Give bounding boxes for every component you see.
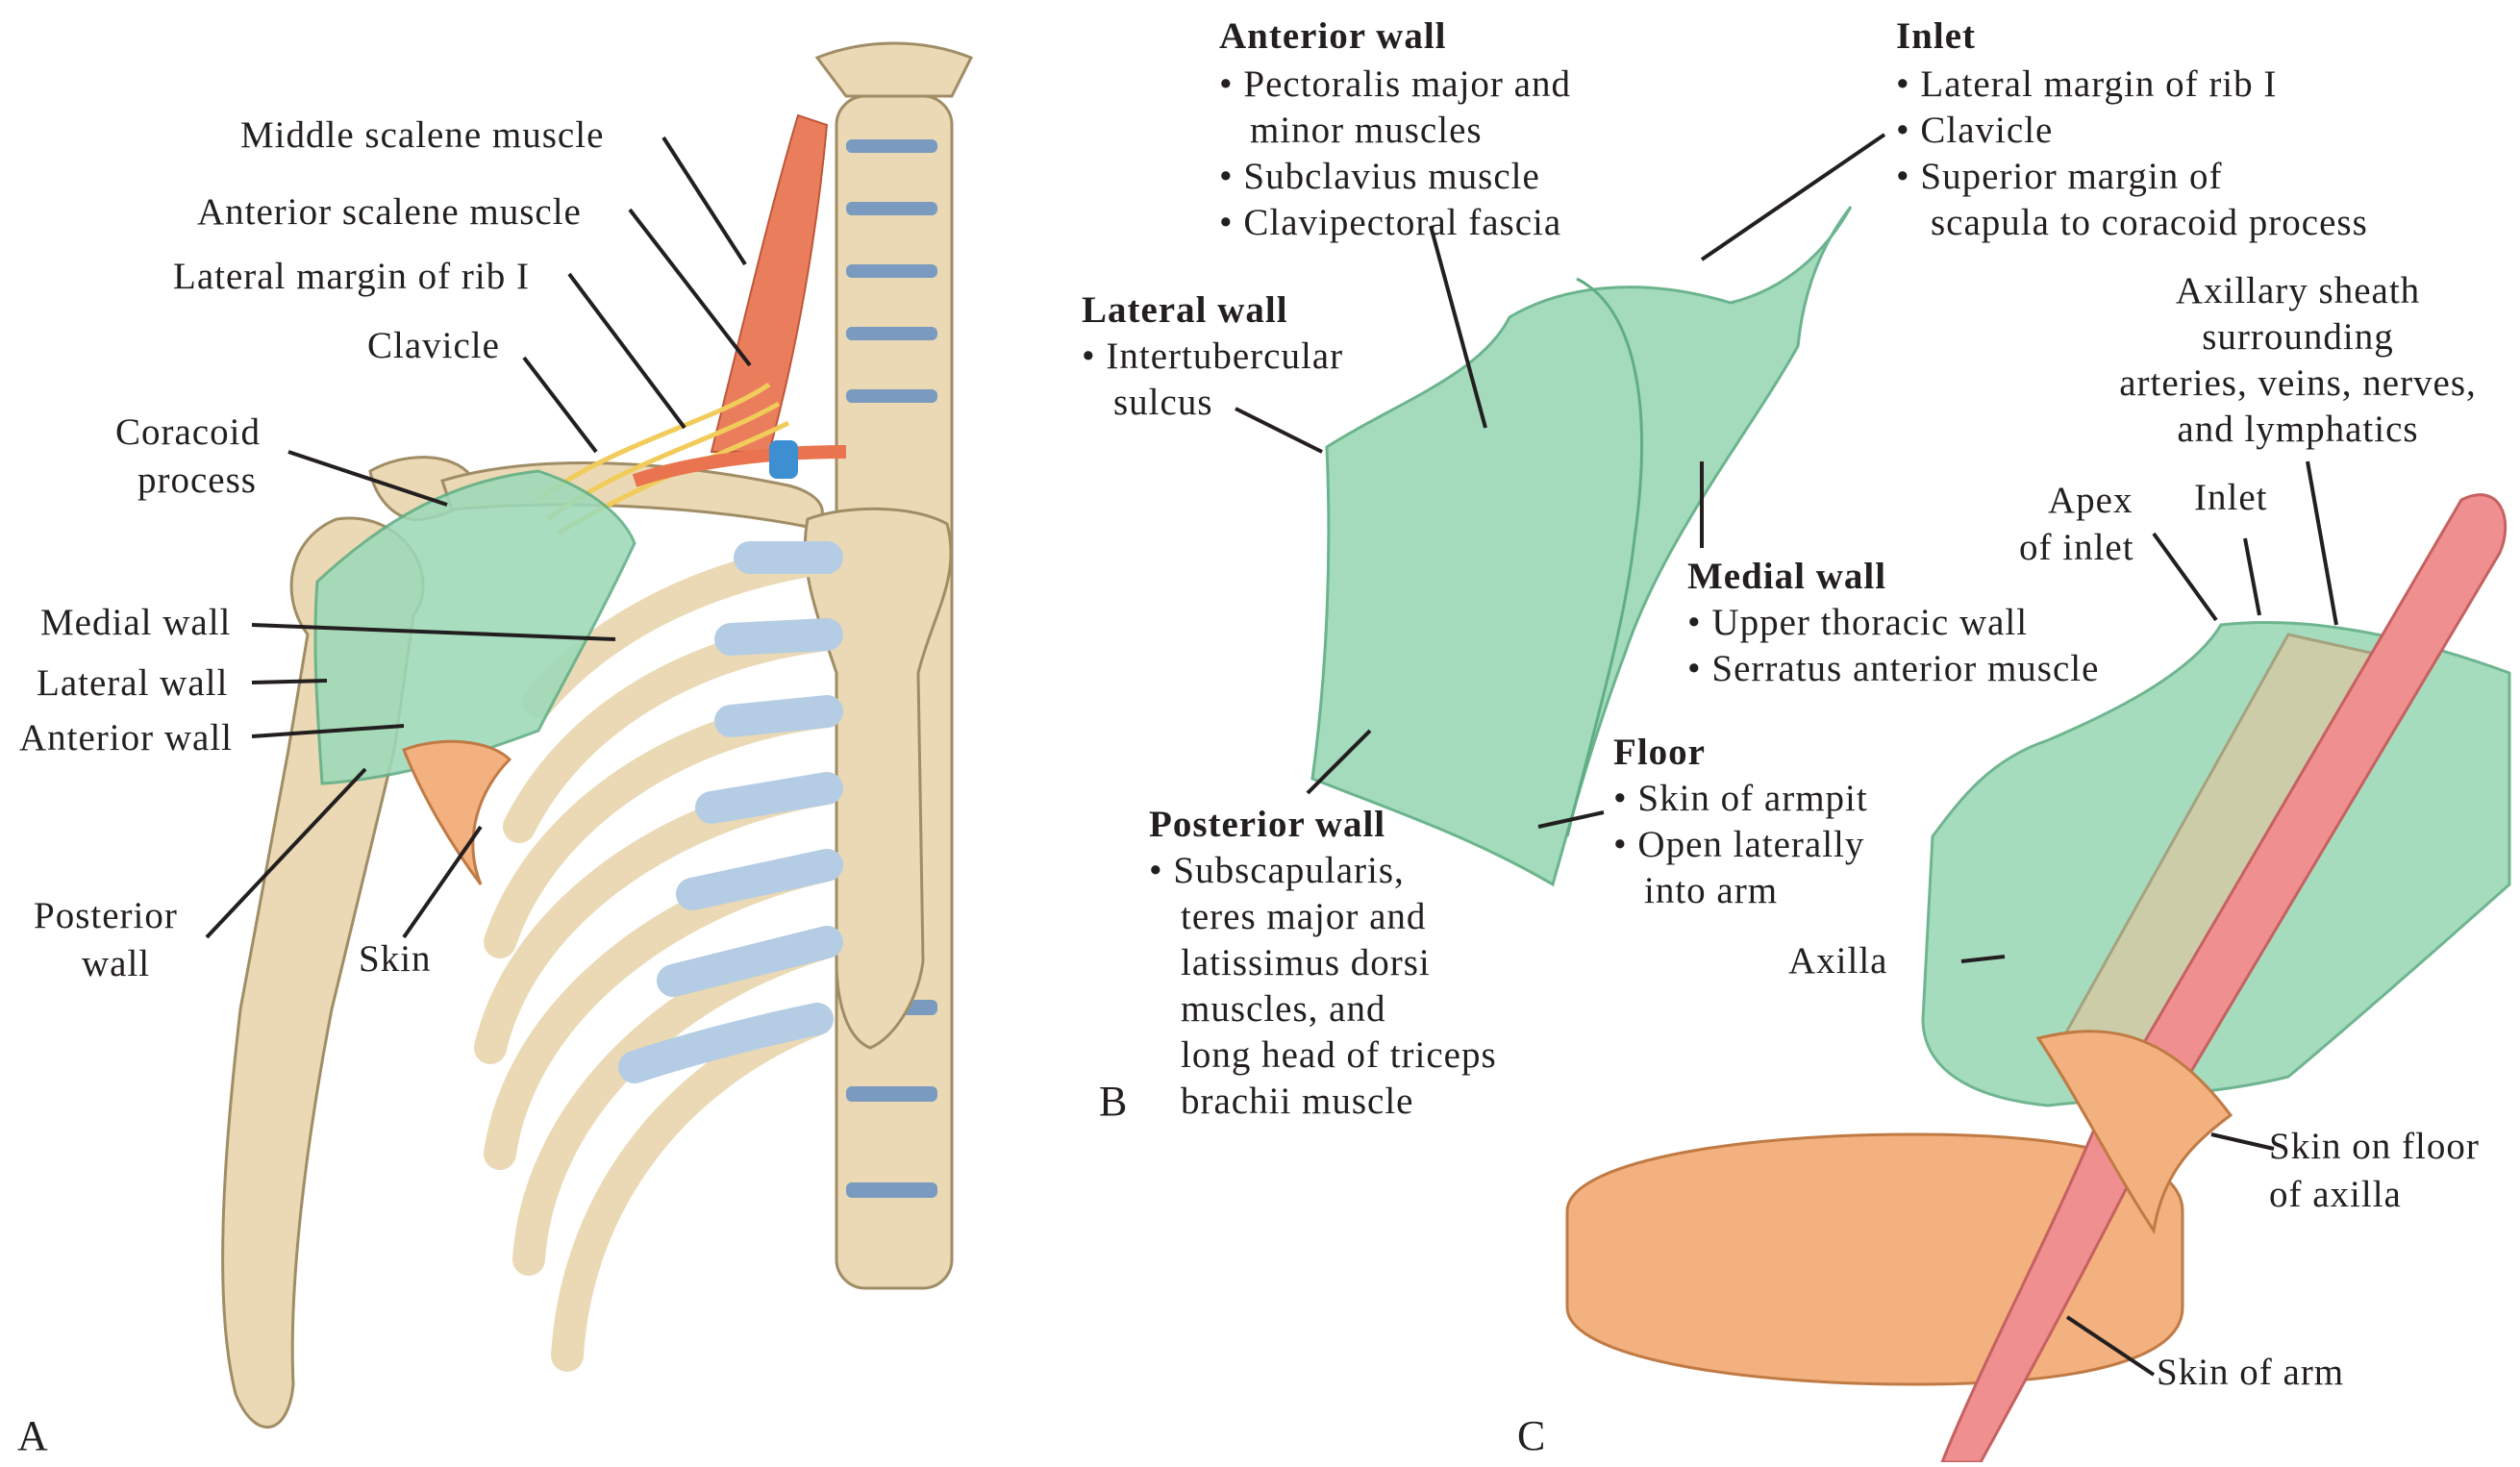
posterior-wall-item: teres major and (1181, 896, 1426, 937)
label-medial-wall: Medial wall (40, 602, 231, 643)
floor-block: Floor • Skin of armpit • Open laterally … (1613, 732, 1868, 911)
label-apex-2: of inlet (2019, 527, 2134, 568)
floor-item: into arm (1644, 870, 1778, 911)
sheath-label-line: arteries, veins, nerves, (2119, 362, 2477, 404)
label-coracoid-1: Coracoid (115, 411, 261, 453)
label-skin-floor-2: of axilla (2269, 1174, 2402, 1215)
heading-inlet: Inlet (1896, 15, 1976, 57)
label-skin-floor-1: Skin on floor (2269, 1126, 2480, 1167)
posterior-wall-item: latissimus dorsi (1181, 942, 1431, 983)
anterior-wall-item: • Pectoralis major and (1219, 63, 1571, 105)
medial-wall-item: • Serratus anterior muscle (1687, 648, 2099, 689)
inlet-item: • Lateral margin of rib I (1896, 63, 2277, 105)
label-middle-scalene: Middle scalene muscle (240, 114, 604, 156)
lateral-wall-block: Lateral wall • Intertubercular sulcus (1082, 289, 1343, 423)
panel-label-c: C (1517, 1412, 1545, 1459)
panel-label-a: A (17, 1412, 48, 1459)
lateral-wall-item: sulcus (1113, 382, 1213, 423)
label-posterior-2: wall (82, 943, 150, 984)
heading-posterior-wall: Posterior wall (1149, 804, 1385, 845)
anterior-wall-item: • Clavipectoral fascia (1219, 202, 1561, 243)
label-posterior-1: Posterior (34, 895, 178, 936)
sheath-label-line: and lymphatics (2177, 409, 2418, 450)
inlet-item: • Superior margin of (1896, 156, 2222, 197)
medial-wall-block: Medial wall • Upper thoracic wall • Serr… (1687, 556, 2099, 689)
lateral-wall-item: • Intertubercular (1082, 336, 1343, 377)
label-anterior-scalene: Anterior scalene muscle (197, 191, 582, 233)
label-lateral-margin-rib1: Lateral margin of rib I (173, 256, 530, 297)
inlet-item: scapula to coracoid process (1931, 202, 2368, 243)
anterior-wall-block: Anterior wall • Pectoralis major and min… (1219, 15, 1571, 243)
label-apex-1: Apex (2048, 480, 2133, 521)
label-lateral-wall: Lateral wall (37, 662, 228, 704)
inlet-item: • Clavicle (1896, 110, 2053, 151)
panel-label-b: B (1099, 1078, 1127, 1125)
floor-item: • Skin of armpit (1613, 778, 1868, 819)
heading-floor: Floor (1613, 732, 1706, 773)
sheath-label-line: surrounding (2202, 316, 2394, 358)
inlet-block: Inlet • Lateral margin of rib I • Clavic… (1896, 15, 2368, 243)
posterior-wall-item: muscles, and (1181, 988, 1385, 1030)
heading-lateral-wall: Lateral wall (1082, 289, 1288, 331)
subclavian-vein (769, 440, 798, 479)
label-coracoid-2: process (137, 460, 257, 501)
sheath-label-line: Axillary sheath (2176, 270, 2420, 311)
anterior-wall-item: minor muscles (1250, 110, 1483, 151)
floor-item: • Open laterally (1613, 824, 1864, 865)
heading-medial-wall: Medial wall (1687, 556, 1886, 597)
heading-anterior-wall: Anterior wall (1219, 15, 1447, 57)
posterior-wall-item: • Subscapularis, (1149, 850, 1405, 891)
posterior-wall-item: brachii muscle (1181, 1081, 1414, 1122)
label-skin-arm: Skin of arm (2157, 1352, 2344, 1393)
label-axilla: Axilla (1788, 940, 1887, 982)
scalene-muscles (711, 115, 827, 452)
anterior-wall-item: • Subclavius muscle (1219, 156, 1540, 197)
medial-wall-item: • Upper thoracic wall (1687, 602, 2028, 643)
posterior-wall-block: Posterior wall • Subscapularis, teres ma… (1149, 804, 1497, 1122)
label-anterior-wall: Anterior wall (19, 717, 233, 758)
label-inlet-c: Inlet (2194, 477, 2267, 518)
posterior-wall-item: long head of triceps (1181, 1034, 1497, 1076)
panel-a-illustration (223, 43, 971, 1428)
label-skin: Skin (359, 938, 432, 980)
sheath-label-block: Axillary sheath surrounding arteries, ve… (2119, 270, 2477, 450)
label-clavicle: Clavicle (367, 325, 500, 366)
